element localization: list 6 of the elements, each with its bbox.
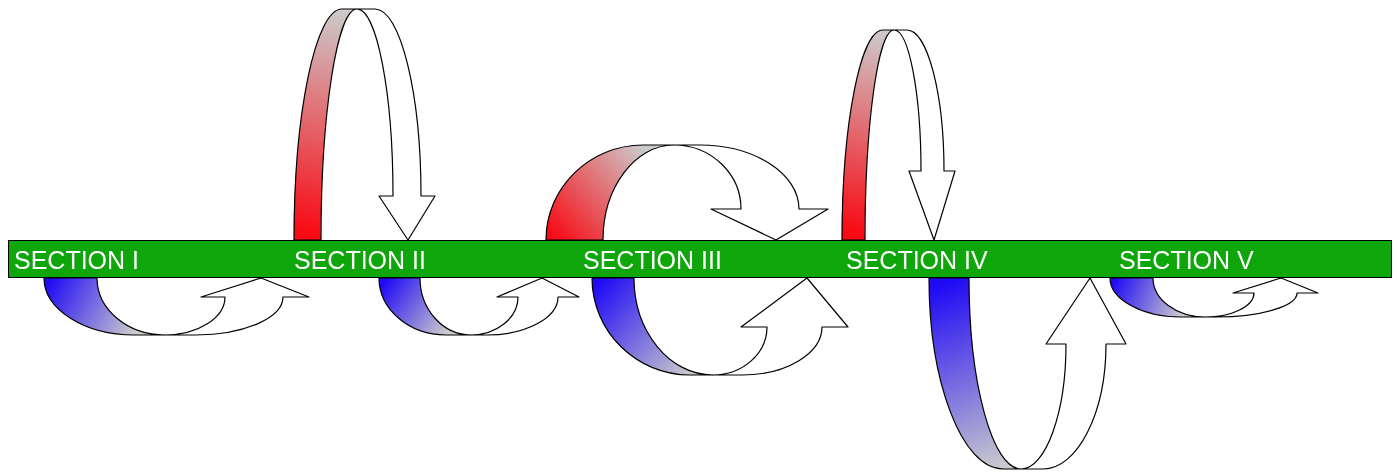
section-label: SECTION I — [14, 247, 139, 273]
section-label: SECTION IV — [846, 247, 988, 273]
section-label: SECTION V — [1119, 247, 1254, 273]
section-label: SECTION III — [583, 247, 722, 273]
section-label: SECTION II — [294, 247, 426, 273]
section-bar — [8, 240, 1392, 278]
